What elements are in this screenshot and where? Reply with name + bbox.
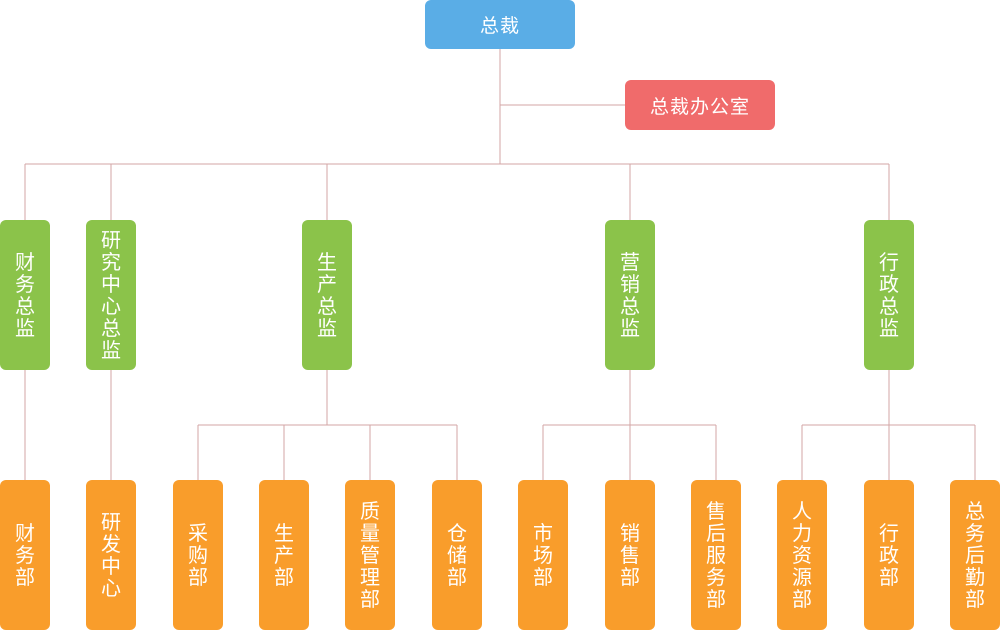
director-administration[interactable]: 行政总监 bbox=[864, 220, 914, 370]
director-production[interactable]: 生产总监 bbox=[302, 220, 352, 370]
ceo-office-node[interactable]: 总裁办公室 bbox=[625, 80, 775, 130]
dept-general-logistics[interactable]: 总务后勤部 bbox=[950, 480, 1000, 630]
dept-market[interactable]: 市场部 bbox=[518, 480, 568, 630]
dept-research-center[interactable]: 研发中心 bbox=[86, 480, 136, 630]
dept-administration[interactable]: 行政部 bbox=[864, 480, 914, 630]
dept-purchasing[interactable]: 采购部 bbox=[173, 480, 223, 630]
dept-sales[interactable]: 销售部 bbox=[605, 480, 655, 630]
dept-after-sales[interactable]: 售后服务部 bbox=[691, 480, 741, 630]
dept-quality-management[interactable]: 质量管理部 bbox=[345, 480, 395, 630]
director-research[interactable]: 研究中心总监 bbox=[86, 220, 136, 370]
ceo-node[interactable]: 总裁 bbox=[425, 0, 575, 49]
dept-warehouse[interactable]: 仓储部 bbox=[432, 480, 482, 630]
director-finance[interactable]: 财务总监 bbox=[0, 220, 50, 370]
dept-finance[interactable]: 财务部 bbox=[0, 480, 50, 630]
dept-human-resources[interactable]: 人力资源部 bbox=[777, 480, 827, 630]
director-marketing[interactable]: 营销总监 bbox=[605, 220, 655, 370]
dept-production[interactable]: 生产部 bbox=[259, 480, 309, 630]
